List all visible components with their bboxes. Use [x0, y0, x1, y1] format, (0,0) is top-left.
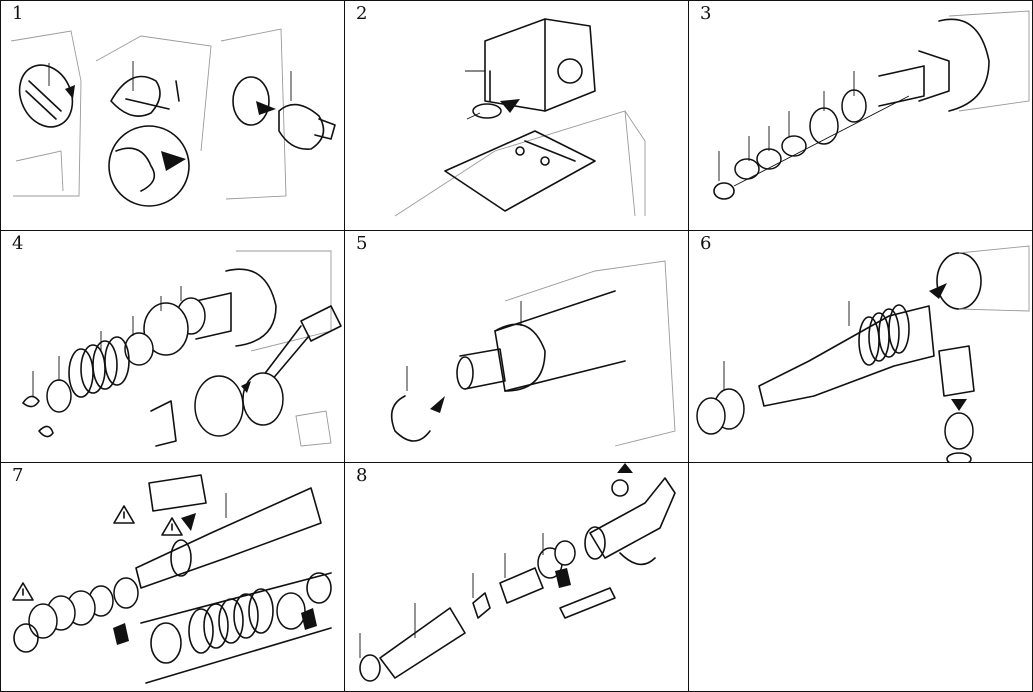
step-panel-8: 8	[344, 462, 689, 692]
clip-part	[22, 395, 40, 408]
step-panel-7: 7	[0, 462, 345, 692]
step-panel-2: 2	[344, 0, 689, 231]
grease-tube-icon	[555, 568, 571, 588]
retainer-part	[46, 379, 72, 413]
step-1-illustration	[10, 28, 336, 207]
step-number: 5	[356, 233, 368, 254]
bearing-part	[809, 107, 839, 145]
step-number: 6	[700, 233, 712, 254]
step-7-illustration	[12, 474, 332, 684]
ring-part	[696, 397, 726, 435]
spring-assembly	[140, 572, 332, 684]
circlip-part	[13, 623, 39, 653]
step-panel-5: 5	[344, 230, 689, 463]
step-panel-3: 3	[688, 0, 1033, 231]
plate-part	[143, 302, 189, 356]
lift-arrow-icon	[500, 99, 520, 113]
grease-tube-icon	[301, 608, 317, 630]
barrel-housing	[878, 10, 1030, 112]
washer-part	[756, 148, 782, 170]
remove-arrow-icon	[929, 283, 947, 299]
step-number: 1	[12, 3, 24, 24]
step-panel-1: 1	[0, 0, 345, 231]
step-panel-6: 6	[688, 230, 1033, 463]
step-panel-empty	[688, 462, 1033, 692]
switch-removal	[220, 28, 336, 200]
seal-ring	[242, 372, 284, 426]
washer-part	[124, 332, 154, 366]
barrel-assembly	[584, 463, 676, 560]
step-number: 8	[356, 465, 368, 486]
remove-arrow-icon	[430, 396, 445, 413]
circlip-part	[359, 654, 381, 682]
detail-magnifier	[108, 125, 190, 207]
pull-arrow-icon	[256, 101, 276, 115]
hammer-front	[456, 260, 676, 447]
step-3-illustration	[713, 10, 1030, 200]
compression-spring	[68, 336, 130, 398]
barrel-housing	[195, 250, 332, 352]
washer-part	[781, 135, 807, 157]
step-number: 7	[12, 465, 24, 486]
ring-part	[28, 603, 58, 639]
spring-part	[472, 592, 491, 619]
selector-switch	[95, 35, 212, 207]
step-8-illustration	[359, 463, 676, 682]
seal-ring	[194, 375, 244, 437]
striker-part	[499, 567, 544, 604]
spindle-assembly	[758, 304, 935, 407]
warning-triangle-icon	[12, 505, 183, 601]
housing-left	[10, 30, 82, 197]
grease-tube-icon	[113, 623, 129, 645]
cylinder-sleeve	[936, 245, 1030, 312]
step-4-illustration	[22, 250, 342, 447]
step-number: 4	[12, 233, 24, 254]
circlip-part	[713, 182, 735, 200]
spindle-top	[135, 487, 322, 589]
hook-part	[619, 552, 656, 566]
lift-arrow-icon	[617, 463, 633, 473]
step-6-illustration	[696, 245, 1030, 462]
step-panel-4: 4	[0, 230, 345, 463]
step-2-illustration	[394, 18, 646, 217]
screwdriver-tool	[262, 305, 342, 382]
ring-part	[113, 577, 139, 609]
washer-part	[554, 540, 576, 566]
clip-part	[38, 425, 54, 438]
rotate-arrow-icon	[241, 381, 251, 393]
step-5-illustration	[390, 260, 676, 447]
piston-part	[938, 345, 975, 462]
detail-strip	[559, 587, 616, 619]
hammer-body	[394, 110, 646, 217]
rotate-arrow-icon	[65, 85, 75, 99]
snap-ring	[390, 395, 431, 442]
gear-cover	[484, 18, 596, 112]
detail-callout	[148, 474, 207, 531]
tool-holder	[379, 607, 466, 679]
step-number: 2	[356, 3, 368, 24]
step-number: 3	[700, 3, 712, 24]
filter-disc	[472, 103, 502, 119]
washer-part	[734, 158, 760, 180]
